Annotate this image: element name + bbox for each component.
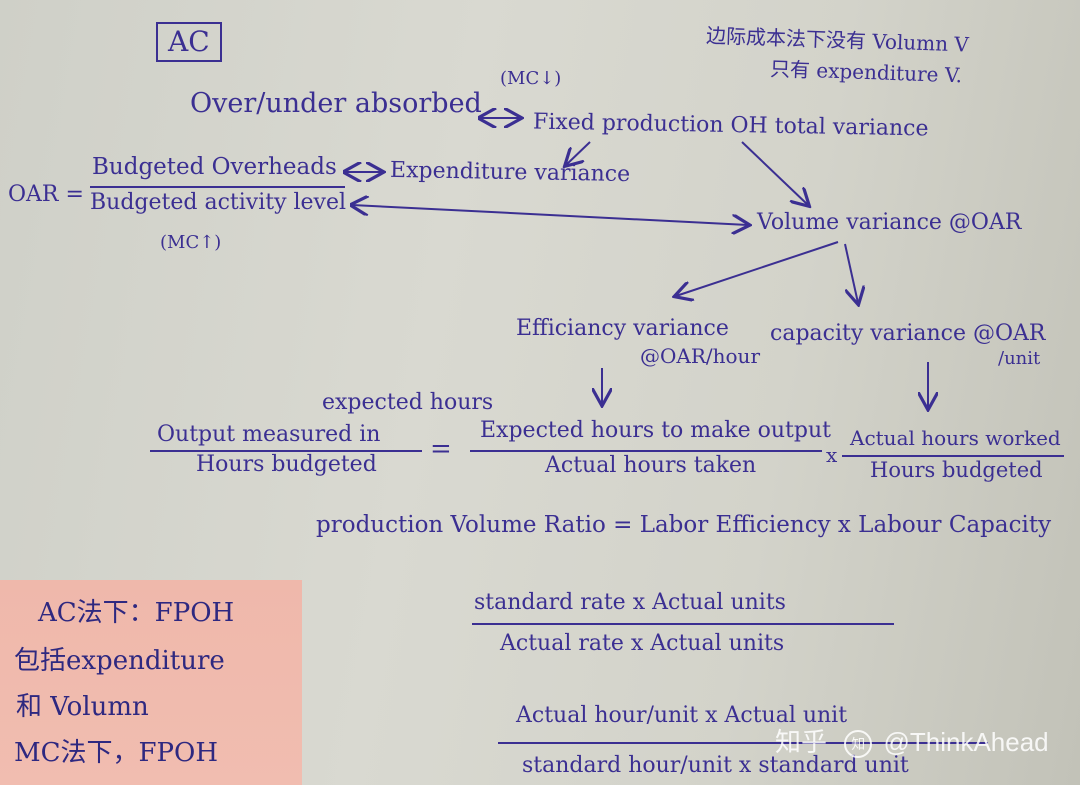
arrow-volume-to-capacity (844, 243, 858, 303)
actual-hours-taken: Actual hours taken (545, 453, 757, 478)
actual-rate-actual-units: Actual rate x Actual units (500, 631, 785, 656)
rate-fraction-bar (472, 623, 894, 625)
oar-fraction-bar (90, 186, 345, 188)
volume-variance: Volume variance @OAR (757, 210, 1022, 235)
expected-hours-to-make-output: Expected hours to make output (480, 418, 831, 443)
capacity-unit: /unit (998, 348, 1041, 369)
zhihu-logo-icon: 知 (844, 730, 873, 759)
hours-budgeted-right: Hours budgeted (870, 458, 1043, 482)
output-fraction-bar (150, 450, 422, 452)
watermark-site: 知乎 (775, 727, 828, 757)
capacity-fraction-bar (842, 455, 1064, 457)
oar-label: OAR = (8, 182, 84, 207)
sticky-line4: MC法下，FPOH (14, 738, 219, 768)
sticky-line2: 包括expenditure (14, 646, 225, 676)
equals-sign: = (430, 434, 452, 464)
mc-down-label: (MC↓) (500, 68, 562, 89)
expected-hours-label: expected hours (322, 390, 494, 415)
budgeted-overheads: Budgeted Overheads (92, 154, 337, 180)
arrow-fixed-to-volume (741, 141, 808, 205)
mc-up-label: (MC↑) (160, 232, 222, 253)
multiply-sign: x (826, 443, 838, 467)
watermark-author: @ThinkAhead (883, 727, 1049, 757)
over-under-absorbed: Over/under absorbed (190, 88, 482, 119)
arrow-volume-to-efficiency (676, 241, 839, 296)
watermark: 知乎 知 @ThinkAhead (775, 722, 1049, 759)
capacity-variance: capacity variance @OAR (770, 321, 1046, 346)
sticky-line3: 和 Volumn (16, 692, 149, 722)
arrow-fixed-to-expenditure (566, 141, 591, 165)
actual-hour-unit: Actual hour/unit x Actual unit (516, 703, 848, 728)
output-measured: Output measured in (157, 422, 381, 447)
sticky-note: AC法下：FPOH 包括expenditure 和 Volumn MC法下，FP… (0, 580, 302, 785)
efficiency-fraction-bar (470, 450, 822, 452)
hours-budgeted-left: Hours budgeted (196, 452, 377, 477)
efficiency-variance: Efficiancy variance (516, 316, 729, 341)
production-volume-ratio: production Volume Ratio = Labor Efficien… (316, 512, 1052, 538)
hour-unit-fraction-bar (498, 742, 988, 744)
standard-rate-actual-units: standard rate x Actual units (474, 590, 786, 615)
arrow-activity-to-volume (352, 205, 748, 225)
actual-hours-worked: Actual hours worked (850, 426, 1061, 450)
sticky-line1: AC法下：FPOH (38, 598, 235, 628)
budgeted-activity-level: Budgeted activity level (90, 190, 347, 215)
standard-hour-unit: standard hour/unit x standard unit (522, 753, 909, 778)
efficiency-rate: @OAR/hour (640, 344, 760, 368)
ac-box: AC (156, 22, 222, 62)
